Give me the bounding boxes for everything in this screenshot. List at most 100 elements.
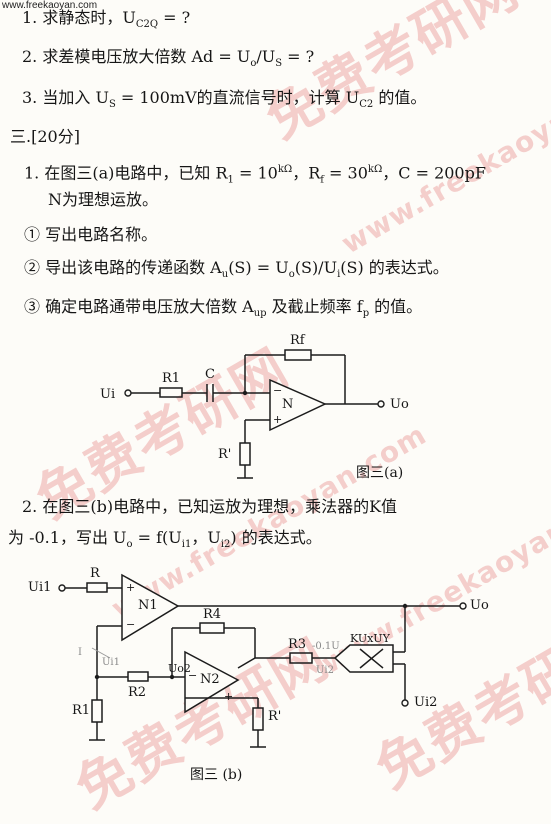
figure-a-circuit [124,349,385,479]
q3-sub2: C2 [359,99,374,111]
figure-b-circuit [58,573,467,748]
fig-b-label-n1: N1 [138,598,158,613]
s3-i2-a: ② 导出该电路的传递函数 A [24,258,222,277]
fig-b-label-r2: R2 [128,685,147,700]
s3-1-text: 1. 在图三(a)电路中，已知 R [24,163,228,183]
fig-b-pencil-bot: Ui2 [316,665,334,676]
fig-a-resistor-rprime [239,442,251,466]
s3-item-2-line-1: 2. 在图三(b)电路中，已知运放为理想，乘法器的K值 [22,497,398,516]
s3-item-1-line-2: N为理想运放。 [48,190,159,209]
s3-2-l2-b: = f(U [132,528,182,547]
fig-b-resistor-r3 [289,652,313,664]
s3-i2-num: o [288,269,295,281]
fig-b-opamp-n1 [121,573,180,642]
s3-sub-item-1: ① 写出电路名称。 [24,225,158,244]
fig-b-label-r: R [90,566,100,581]
fig-b-resistor-r [86,582,108,593]
s3-i3-sub: up [253,308,267,320]
q3-text: 3. 当加入 U [22,88,109,107]
s3-1-a: = 10 [233,163,278,183]
q2-tail: = ? [282,47,315,66]
fig-b-pencil-i: I [78,647,82,658]
fig-a-label-minus: − [273,384,283,397]
q3-tail: = 100mV的直流信号时，计算 U [115,88,360,107]
fig-b-label-plus-n2: + [224,690,234,703]
s3-1-sup1: kΩ [277,164,293,175]
source-site-label: www.freekaoyan.com [2,0,98,11]
s3-1-c: = 30 [323,163,368,183]
s3-2-l2-d: ) 的表达式。 [230,528,322,547]
section-3-heading: 三.[20分] [10,127,80,146]
s3-1-sup2: kΩ [367,164,383,175]
fig-b-label-ui2: Ui2 [414,695,438,710]
q1-sub: C2Q [135,19,159,31]
s3-i3-b: 及截止频率 f [266,297,363,316]
fig-a-opamp-n [269,378,327,432]
s3-i3-c: 的值。 [369,297,423,316]
q1-tail: = ? [158,8,191,27]
fig-a-label-rf: Rf [290,333,305,348]
fig-b-label-plus-n1: + [126,581,136,594]
fig-a-caption: 图三(a) [356,465,404,481]
s3-1-sub1: 1 [227,174,234,186]
fig-b-resistor-r4 [199,622,225,634]
fig-b-wire-n2-out-up [237,657,256,669]
s3-2-l2-sub: o [126,539,133,551]
fig-b-label-multiplier: KUxUY [350,632,390,645]
q2-text: 2. 求差模电压放大倍数 Ad = U [22,47,251,66]
s3-2-l2-s2: i2 [220,539,231,551]
fig-a-output-terminal [377,400,385,408]
s3-2-l2-a: 为 -0.1，写出 U [8,528,127,547]
fig-b-label-minus-n2: − [188,669,198,682]
fig-b-resistor-r2 [127,671,149,682]
fig-b-label-r1: R1 [72,703,91,718]
question-3: 3. 当加入 US = 100mV的直流信号时，计算 UC2 的值。 [22,88,426,115]
circuit-drawings [58,349,467,748]
s3-i2-sub: u [221,269,229,281]
fig-a-label-r1: R1 [162,371,181,386]
fig-b-input-ui2-terminal [401,699,409,707]
fig-b-output-terminal [459,602,467,610]
fig-a-label-uo: Uo [390,397,409,412]
fig-b-caption: 图三 (b) [190,767,243,783]
q2-mid: /U [256,47,276,66]
s3-1-d: ，C = 200pF [382,163,486,183]
s3-2-l2-c: ，U [191,528,221,547]
fig-a-resistor-rf [284,349,312,361]
s3-i2-b: (S) = U [228,258,289,277]
fig-b-label-uo: Uo [470,598,489,613]
fig-a-resistor-r1 [159,387,183,398]
s3-2-l2-s1: i1 [181,539,192,551]
s3-item-2-line-2: 为 -0.1，写出 Uo = f(Ui1，Ui2) 的表达式。 [8,528,322,555]
fig-a-label-rprime: R' [218,447,232,462]
fig-a-label-n: N [282,397,294,412]
fig-a-label-ui: Ui [100,387,116,402]
fig-a-label-plus: + [273,413,283,426]
fig-b-label-ui1: Ui1 [28,580,52,595]
s3-item-1-line-1: 1. 在图三(a)电路中，已知 R1 = 10kΩ，Rf = 30kΩ，C = … [24,160,486,191]
q3-end: 的值。 [373,88,427,107]
fig-b-multiplier [333,644,394,673]
fig-b-label-minus-n1: − [126,618,136,631]
fig-b-resistor-r1 [91,699,103,723]
question-1: 1. 求静态时，UC2Q = ? [22,8,190,35]
fig-b-label-rprime: R' [268,709,282,724]
fig-b-pencil-arrow [91,647,111,659]
s3-i2-d: (S) 的表达式。 [340,258,449,277]
s3-sub-item-3: ③ 确定电路通带电压放大倍数 Aup 及截止频率 fp 的值。 [24,297,422,324]
q2-sub-o: o [250,58,257,70]
fig-b-node-uo [402,603,408,609]
s3-i2-c: (S)/U [294,258,338,277]
s3-i3-a: ③ 确定电路通带电压放大倍数 A [24,297,254,316]
fig-b-resistor-rprime [252,707,264,731]
fig-b-opamp-n2 [184,650,240,714]
fig-b-pencil-uii: Ui1 [102,657,120,668]
fig-a-label-c: C [205,367,215,382]
fig-b-input-ui1-terminal [58,584,66,592]
fig-b-pencil-top: -0.1U [312,641,340,652]
q1-text: 1. 求静态时，U [22,8,136,27]
s3-1-sub2: f [320,174,324,186]
s3-i3-sub2: p [362,308,370,320]
q3-sub: S [108,99,116,111]
q2-sub-s: S [275,58,283,70]
